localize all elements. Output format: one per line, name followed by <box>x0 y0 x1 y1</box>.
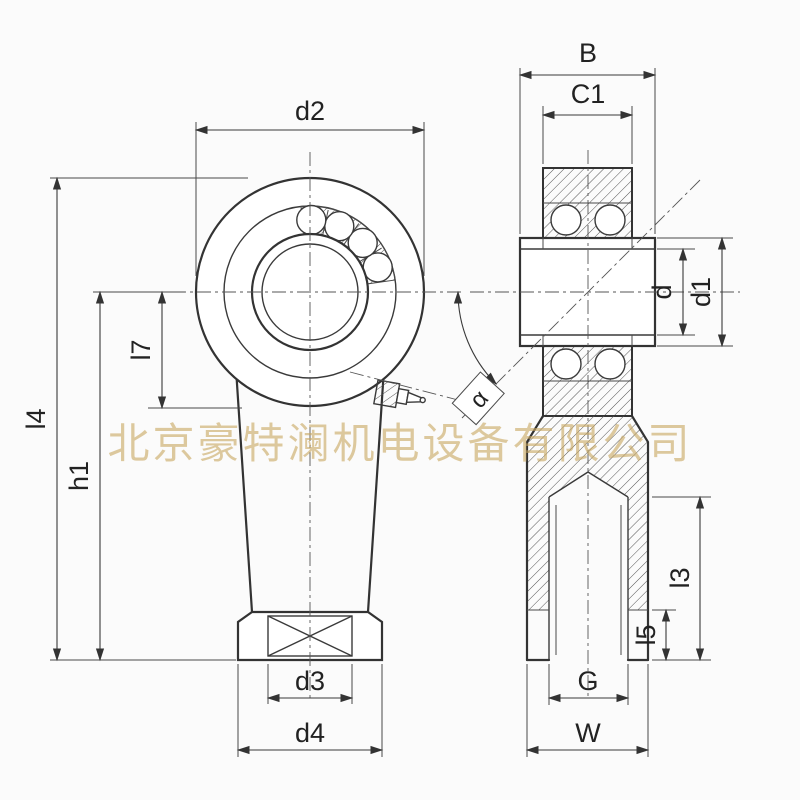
dim-l4: l4 <box>21 176 248 662</box>
dim-d-ext <box>657 248 695 336</box>
dim-label-W: W <box>575 718 601 748</box>
dim-d4-ext <box>237 664 383 757</box>
side-ball-bottom-left <box>550 348 582 380</box>
dim-label-C1: C1 <box>571 79 606 109</box>
side-view: α <box>451 150 740 700</box>
dim-label-l3: l3 <box>665 567 695 588</box>
dim-d2-ext <box>195 122 425 276</box>
ball-2 <box>347 227 378 259</box>
watermark-text: 北京豪特澜机电设备有限公司 <box>107 420 692 467</box>
dim-C1: C1 <box>541 79 634 164</box>
dim-l5: l5 <box>631 608 676 662</box>
dim-d2: d2 <box>194 96 426 276</box>
misalignment-axis <box>461 179 701 419</box>
race-shoulders <box>542 238 633 346</box>
alpha-callout: α <box>451 371 505 426</box>
dim-label-h1: h1 <box>64 461 94 491</box>
dim-d1: d1 <box>657 236 733 348</box>
alpha-box <box>451 371 505 426</box>
grease-fitting <box>373 379 426 409</box>
dim-d3: d3 <box>266 664 354 704</box>
grease-fitting-axis <box>349 371 459 401</box>
dim-label-G: G <box>577 666 598 696</box>
side-ball-top-right <box>594 204 626 236</box>
dim-B-ext <box>519 68 656 234</box>
shank-right-edge <box>366 378 385 614</box>
dimensions-front: d2 l7 h1 l4 d3 d4 <box>21 96 426 757</box>
dim-l7: l7 <box>126 290 242 410</box>
alpha-arc <box>453 290 498 385</box>
dim-label-l4: l4 <box>21 408 51 429</box>
shank-left-edge <box>235 378 254 614</box>
ball-4 <box>296 204 327 236</box>
dim-d4: d4 <box>236 664 384 757</box>
grease-fitting-tip <box>405 391 423 404</box>
dim-W-ext <box>526 664 649 757</box>
dim-W: W <box>525 664 650 757</box>
dim-label-d1: d1 <box>686 277 716 307</box>
dim-label-d3: d3 <box>295 666 325 696</box>
dim-G: G <box>547 664 630 705</box>
front-view <box>172 152 462 700</box>
dim-h1: h1 <box>50 290 236 662</box>
dimensions-side: B C1 d d1 l3 l5 G <box>518 38 733 757</box>
dim-label-B: B <box>579 38 597 68</box>
grease-fitting-ball <box>419 396 426 404</box>
dim-l3: l3 <box>652 495 711 662</box>
shank-outline <box>525 414 650 662</box>
side-ball-bottom-right <box>594 348 626 380</box>
dim-label-d4: d4 <box>295 718 325 748</box>
dim-label-d2: d2 <box>295 96 325 126</box>
dim-d: d <box>647 247 695 337</box>
thread-minor-lines <box>555 505 622 655</box>
side-ball-top-left <box>550 204 582 236</box>
shank-hatched-section <box>527 416 648 610</box>
dim-label-l5: l5 <box>631 624 661 645</box>
dim-B: B <box>518 38 657 234</box>
thread-bore-outline <box>548 471 629 660</box>
grease-fitting-body <box>373 379 401 409</box>
dim-label-l7: l7 <box>126 339 156 360</box>
dim-label-d: d <box>647 284 677 299</box>
